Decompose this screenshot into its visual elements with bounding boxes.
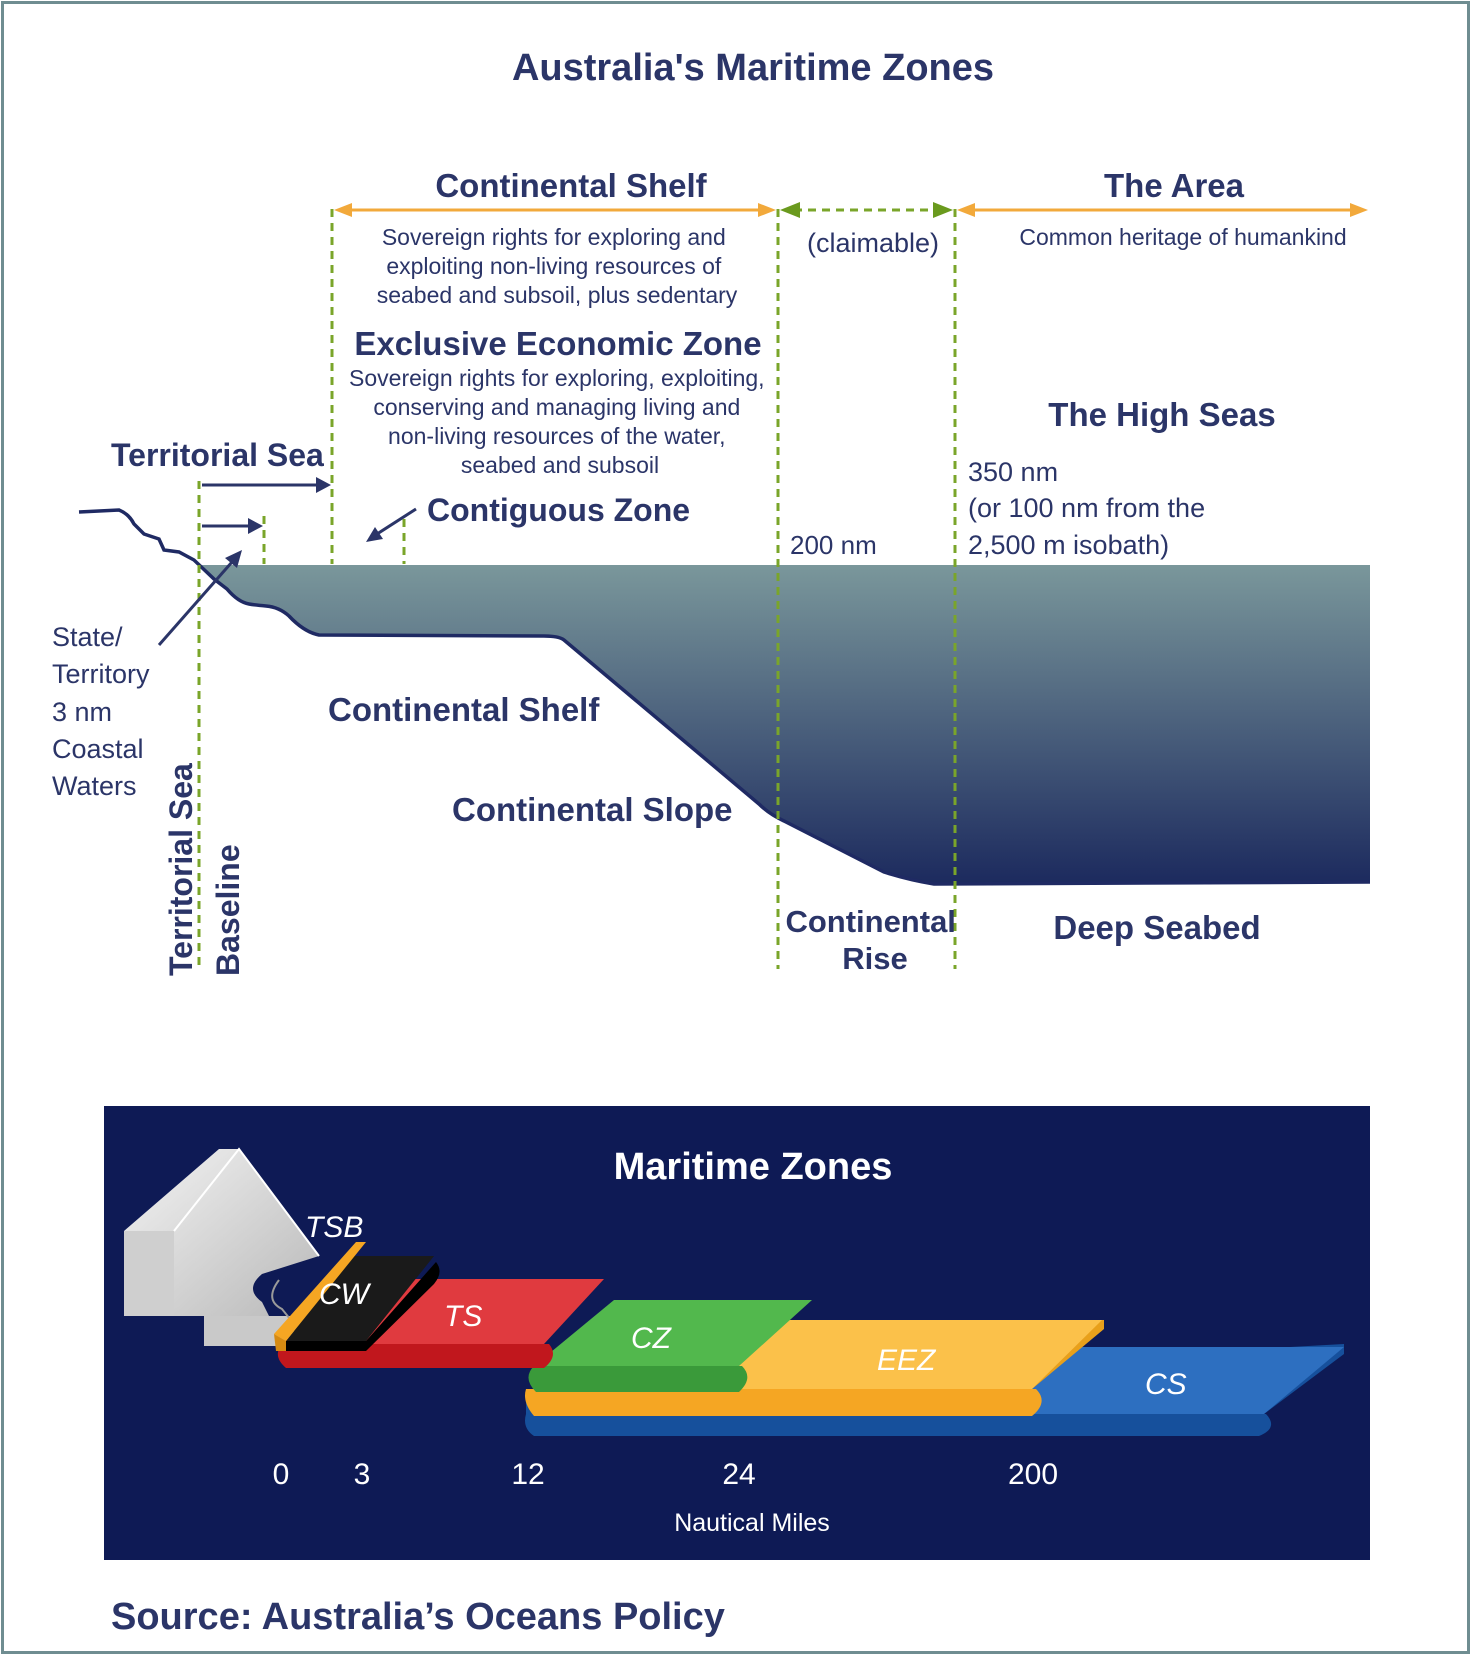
continental-shelf-arrow [334,203,776,217]
block-label-eez: EEZ [877,1344,937,1377]
block-label-tsb: TSB [305,1211,363,1244]
continental-rise-line: Continental [785,904,956,939]
source-note: Source: Australia’s Oceans Policy [111,1596,725,1638]
coastal-waters-line: Territory [52,659,150,689]
coastal-waters-line: Coastal [52,734,144,764]
deep-seabed-label: Deep Seabed [1053,909,1260,946]
vertical-baseline-label: Baseline [210,844,246,976]
tick-label: 0 [273,1458,290,1491]
tick-label: 12 [511,1458,544,1491]
page-title: Australia's Maritime Zones [512,47,994,89]
block-label-cs: CS [1145,1368,1187,1401]
high-seas-label: The High Seas [1048,396,1275,433]
the-area-title: The Area [1104,167,1245,204]
continental-rise-label: Continental Rise [785,904,964,976]
land-block [124,1147,320,1346]
coastal-waters-label: State/ Territory 3 nm Coastal Waters [52,622,157,801]
contiguous-zone-arrow [376,507,417,536]
eez-desc: Sovereign rights for exploring, exploiti… [349,365,771,478]
eez-desc-line: conserving and managing living and [373,394,740,420]
continental-shelf-desc-line: Sovereign rights for exploring and [382,224,726,250]
sea-water [199,565,1370,884]
the-area-arrow [957,203,1368,217]
continental-shelf-title: Continental Shelf [435,167,707,204]
slab-tsb [274,1242,366,1351]
tick-label: 24 [722,1458,755,1491]
continental-shelf-desc: Sovereign rights for exploring and explo… [377,224,738,308]
nautical-mile-ticks: 0 3 12 24 200 [273,1458,1058,1491]
zone-boundaries [197,208,957,969]
navy-arrows [157,477,417,646]
350nm-line: (or 100 nm from the [968,493,1205,523]
eez-title: Exclusive Economic Zone [354,325,761,362]
slab-cw [286,1256,440,1351]
350nm-line: 2,500 m isobath) [968,530,1169,560]
territorial-sea-label: Territorial Sea [111,437,324,473]
claimable-arrowhead-right [933,202,953,218]
vertical-territorial-sea-label: Territorial Sea [163,763,199,976]
coastal-waters-line: State/ [52,622,123,652]
block-label-cw: CW [319,1278,372,1311]
block-label-cz: CZ [631,1322,673,1355]
eez-desc-line: Sovereign rights for exploring, exploiti… [349,365,765,391]
claimable-label: (claimable) [807,228,939,258]
tick-label: 3 [354,1458,371,1491]
axis-label: Nautical Miles [674,1509,830,1537]
panel-title: Maritime Zones [614,1146,893,1188]
block-label-ts: TS [444,1300,482,1333]
continental-slope-label: Continental Slope [452,791,733,828]
slab-cz [528,1300,812,1392]
coastal-waters-pointer [157,561,234,646]
contiguous-zone-label: Contiguous Zone [427,492,690,528]
350nm-line: 350 nm [968,457,1058,487]
tick-label: 200 [1008,1458,1058,1491]
continental-shelf-desc-line: exploiting non-living resources of [386,253,722,279]
the-area-desc: Common heritage of humankind [1019,224,1346,250]
coastline-seafloor [78,508,1371,886]
continental-shelf-desc-line: seabed and subsoil, plus sedentary [377,282,738,308]
continental-shelf-floor-label: Continental Shelf [328,691,600,728]
200nm-label: 200 nm [790,530,877,560]
coastal-waters-line: Waters [52,771,137,801]
maritime-zones-diagram: Australia's Maritime Zones Continenta [52,47,1371,1638]
eez-desc-line: non-living resources of the water, [388,423,726,449]
continental-rise-line: Rise [842,941,907,976]
350nm-label: 350 nm (or 100 nm from the 2,500 m isoba… [968,457,1213,560]
block-labels: TSB CW TS CZ EEZ CS [305,1211,1187,1401]
eez-desc-line: seabed and subsoil [461,452,659,478]
claimable-arrowhead-left [780,202,800,218]
coastal-waters-line: 3 nm [52,697,112,727]
slab-cs-base [525,1414,1272,1436]
